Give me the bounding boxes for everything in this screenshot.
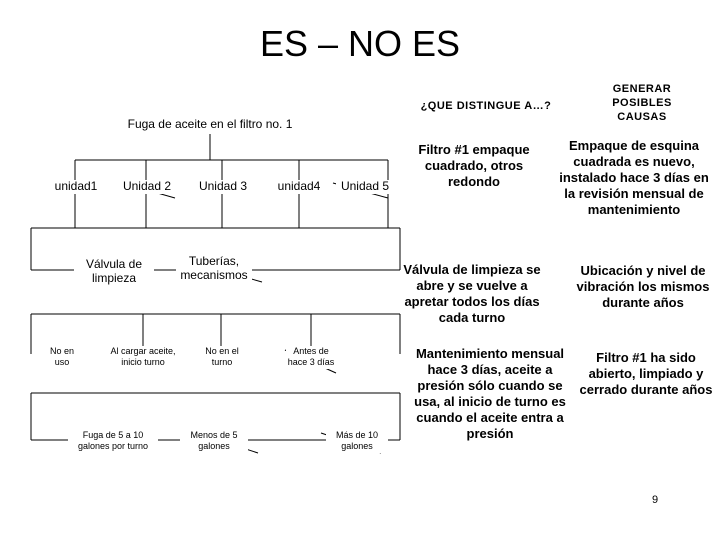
- node-no-en-el-turno: No en el turno: [199, 346, 245, 369]
- node-fuga-5-10-galones: Fuga de 5 a 10 galones por turno: [68, 430, 158, 453]
- distinction-filtro: Filtro #1 empaque cuadrado, otros redond…: [418, 142, 530, 189]
- distinction-mantenimiento: Mantenimiento mensual hace 3 días, aceit…: [414, 346, 566, 441]
- header-causes: GENERAR POSIBLES CAUSAS: [612, 83, 672, 123]
- page-number: 9: [651, 494, 659, 506]
- node-valvula-limpieza: Válvula de limpieza: [74, 257, 154, 286]
- node-menos-de-5-galones: Menos de 5 galones: [180, 430, 248, 453]
- slide-title: ES – NO ES: [259, 23, 461, 64]
- unit-3: Unidad 3: [194, 179, 252, 194]
- unit-5: Unidad 5: [336, 179, 394, 194]
- node-al-cargar-aceite: Al cargar aceite, inicio turno: [108, 346, 178, 369]
- node-tuberias-mecanismos: Tuberías, mecanismos: [176, 254, 252, 283]
- cause-filtro-abierto: Filtro #1 ha sido abierto, limpiado y ce…: [579, 350, 713, 397]
- node-no-en-uso: No en uso: [44, 346, 80, 369]
- node-antes-de-hace-3-dias: Antes de hace 3 días: [286, 346, 336, 369]
- cause-empaque-nuevo: Empaque de esquina cuadrada es nuevo, in…: [559, 138, 709, 217]
- distinction-valvula: Válvula de limpieza se abre y se vuelve …: [403, 262, 541, 325]
- unit-1: unidad1: [48, 179, 104, 194]
- node-mas-de-10-galones: Más de 10 galones: [326, 430, 388, 453]
- unit-4: unidad4: [270, 179, 328, 194]
- cause-ubicacion-vibracion: Ubicación y nivel de vibración los mismo…: [576, 263, 710, 310]
- unit-2: Unidad 2: [118, 179, 176, 194]
- header-distinguish: ¿QUE DISTINGUE A…?: [420, 100, 552, 112]
- tree-root: Fuga de aceite en el filtro no. 1: [118, 114, 302, 134]
